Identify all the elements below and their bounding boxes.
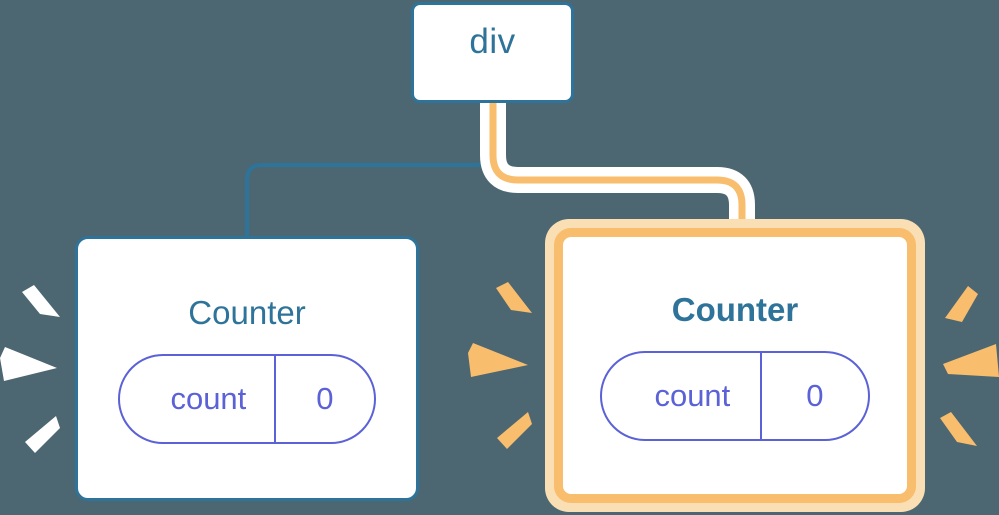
- node-counter-right-inner: Counter count 0: [554, 228, 916, 503]
- state-pill-counter-left: count 0: [118, 353, 376, 444]
- node-div-label: div: [469, 21, 516, 61]
- node-counter-left[interactable]: Counter count 0: [75, 236, 419, 501]
- state-pill-counter-right: count 0: [600, 350, 870, 441]
- edge-div-to-counter-right-halo: [480, 103, 755, 236]
- edge-div-to-counter-right: [489, 103, 746, 236]
- state-value: 0: [760, 352, 867, 439]
- state-key: count: [170, 380, 247, 416]
- node-div[interactable]: div: [411, 2, 574, 103]
- node-counter-right[interactable]: Counter count 0: [545, 219, 925, 512]
- node-counter-left-label: Counter: [188, 293, 306, 331]
- edge-div-to-counter-left: [245, 103, 495, 236]
- node-counter-right-label: Counter: [671, 290, 799, 328]
- state-key: count: [654, 377, 731, 413]
- state-value: 0: [274, 355, 373, 442]
